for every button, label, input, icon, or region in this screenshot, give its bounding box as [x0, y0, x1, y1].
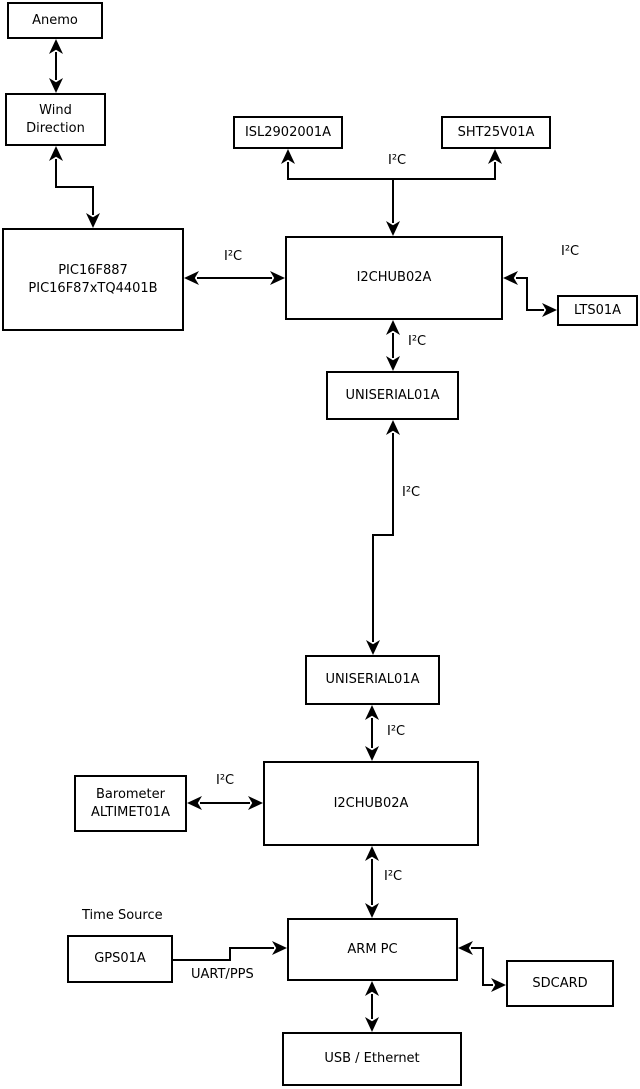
block-hub1: I2CHUB02A — [285, 236, 503, 320]
label-i2c-baro-hub2: I²C — [216, 773, 235, 788]
block-gps: GPS01A — [67, 935, 173, 983]
label-uart-pps: UART/PPS — [191, 967, 254, 982]
arrowhead-hub2-armpc-start — [365, 846, 379, 861]
block-wind: Wind Direction — [5, 93, 106, 146]
arrowhead-hub1-uni1-start — [386, 320, 400, 335]
block-pic: PIC16F887 PIC16F87xTQ4401B — [2, 228, 184, 331]
edge-hub1-lts — [516, 277, 544, 311]
arrowhead-anemo-wind-end — [49, 78, 63, 93]
block-sht: SHT25V01A — [441, 116, 551, 149]
arrowhead-armpc-sdcard-start — [458, 941, 473, 955]
label-i2c-pic-hub1: I²C — [224, 249, 243, 264]
block-armpc: ARM PC — [287, 918, 458, 981]
arrowhead-pic-hub1-end — [270, 271, 285, 285]
block-usb: USB / Ethernet — [282, 1032, 462, 1086]
block-lts: LTS01A — [557, 295, 638, 326]
arrowhead-uni2-hub2-start — [365, 705, 379, 720]
arrowhead-i2c-branch-arms-start — [281, 149, 295, 164]
arrowhead-baro-hub2-end — [248, 796, 263, 810]
arrowhead-hub1-lts-start — [503, 271, 518, 285]
arrowhead-uni1-uni2-end — [366, 640, 380, 655]
edge-gps-armpc — [173, 947, 274, 961]
arrowhead-hub1-lts-end — [542, 303, 557, 317]
label-time-source: Time Source — [82, 908, 163, 923]
block-uni2: UNISERIAL01A — [305, 655, 440, 705]
arrowhead-hub1-uni1-end — [386, 356, 400, 371]
edge-wind-pic — [55, 159, 94, 215]
arrowhead-armpc-sdcard-end — [491, 978, 506, 992]
arrowhead-anemo-wind-start — [49, 39, 63, 54]
label-i2c-top: I²C — [388, 153, 407, 168]
label-i2c-hub2-armpc: I²C — [384, 869, 403, 884]
arrowhead-uni1-uni2-start — [386, 420, 400, 435]
block-anemo: Anemo — [7, 2, 103, 39]
arrowhead-hub2-armpc-end — [365, 903, 379, 918]
arrowhead-i2c-branch-arms-end — [488, 149, 502, 164]
block-uni1: UNISERIAL01A — [326, 371, 459, 420]
block-sdcard: SDCARD — [506, 960, 614, 1007]
edge-uni1-uni2 — [372, 433, 394, 642]
edge-i2c-branch-arms — [287, 162, 496, 180]
arrowhead-wind-pic-end — [86, 213, 100, 228]
edge-armpc-sdcard — [471, 947, 493, 986]
arrowhead-wind-pic-start — [49, 146, 63, 161]
arrowhead-uni2-hub2-end — [365, 746, 379, 761]
arrowhead-pic-hub1-start — [184, 271, 199, 285]
block-baro: Barometer ALTIMET01A — [74, 775, 187, 832]
label-i2c-hub1-lts: I²C — [561, 244, 580, 259]
label-i2c-uni-long: I²C — [402, 485, 421, 500]
block-isl: ISL2902001A — [233, 116, 343, 149]
label-i2c-hub1-uni1: I²C — [408, 334, 427, 349]
block-hub2: I2CHUB02A — [263, 761, 479, 846]
label-i2c-uni2-hub2: I²C — [387, 724, 406, 739]
arrowhead-i2c-branch-stem-end — [386, 221, 400, 236]
arrowhead-gps-armpc-end — [272, 941, 287, 955]
arrowhead-armpc-usb-start — [365, 981, 379, 996]
arrowhead-armpc-usb-end — [365, 1017, 379, 1032]
arrowhead-baro-hub2-start — [187, 796, 202, 810]
